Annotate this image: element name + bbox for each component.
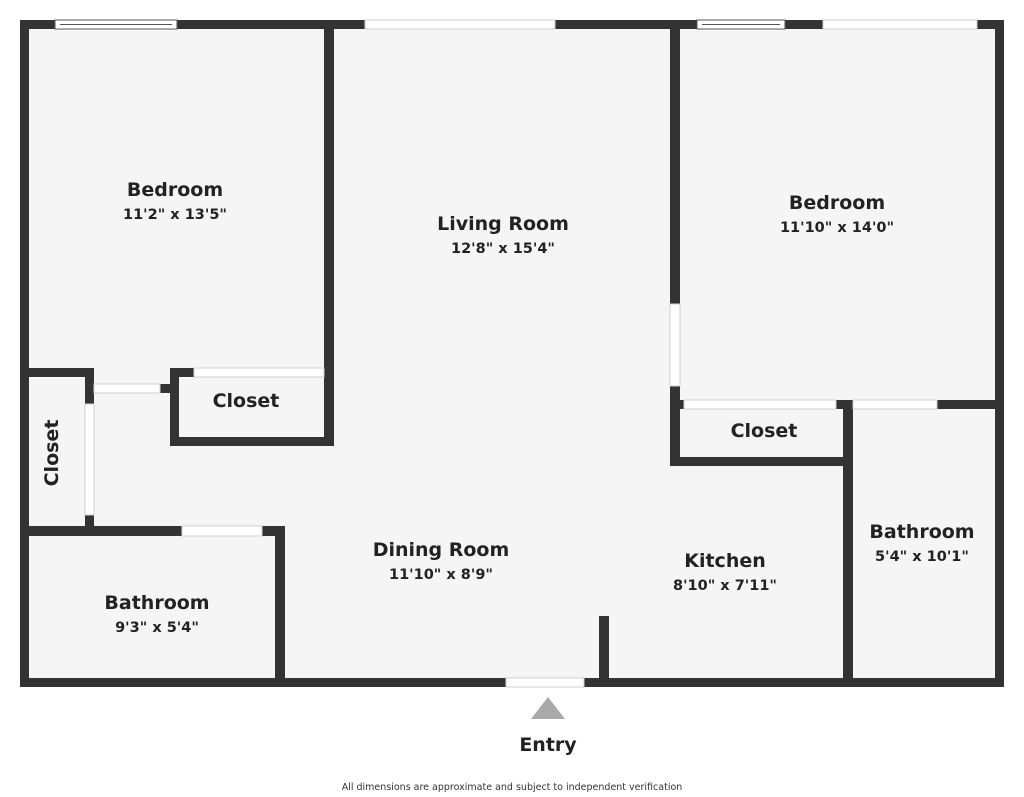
room-name-closet-center-left: Closet [213, 390, 280, 412]
entry-arrow-icon [531, 697, 565, 719]
room-name-bedroom-left: Bedroom [127, 179, 223, 201]
room-name-bathroom-left: Bathroom [104, 592, 209, 614]
wall-bathroom-right-west [843, 400, 853, 687]
wall-hall-stub [160, 384, 179, 393]
room-name-closet-right: Closet [731, 420, 798, 442]
wall-bedroom-left-south-2 [170, 368, 194, 377]
room-dims-living-room: 12'8" x 15'4" [451, 241, 555, 257]
wall-bathroom-left-north-2 [262, 526, 285, 536]
opening-top-living [364, 19, 556, 30]
wall-top-5 [977, 20, 1004, 29]
entry-label: Entry [519, 734, 577, 756]
room-dims-bathroom-left: 9'3" x 5'4" [115, 620, 199, 636]
wall-closet-right-south [670, 457, 853, 466]
wall-top-2 [177, 20, 365, 29]
wall-bedroom-right-south-1 [670, 400, 684, 409]
room-name-bedroom-right: Bedroom [789, 192, 885, 214]
opening-closet-center [193, 367, 325, 378]
room-name-bathroom-right: Bathroom [869, 521, 974, 543]
wall-bottom-2 [584, 678, 1004, 687]
opening-bedroom-right [669, 303, 681, 387]
wall-top-3 [555, 20, 697, 29]
windows [54, 19, 786, 30]
door-openings [84, 19, 978, 688]
wall-bedroom-right-south-3 [937, 400, 1004, 409]
wall-closet-center-west [170, 368, 179, 446]
walls [20, 20, 1004, 687]
disclaimer-text: All dimensions are approximate and subje… [342, 782, 683, 793]
wall-top-4 [785, 20, 823, 29]
room-name-dining-room: Dining Room [373, 539, 510, 561]
opening-closet-far-left [84, 403, 95, 516]
floor-area [25, 25, 999, 681]
wall-bedroom-right-west-1 [670, 20, 680, 304]
room-dims-bedroom-left: 11'2" x 13'5" [123, 207, 227, 223]
opening-bathroom-right [852, 399, 938, 410]
wall-closet-far-left-east-1 [85, 368, 94, 404]
wall-bedroom-right-west-2 [670, 386, 680, 466]
room-name-closet-far-left: Closet [41, 420, 63, 487]
wall-bathroom-left-north-1 [20, 526, 182, 536]
room-dims-dining-room: 11'10" x 8'9" [389, 567, 493, 583]
wall-left [20, 20, 29, 687]
wall-bedroom-left-east [324, 20, 334, 445]
opening-top-right [822, 19, 978, 30]
opening-entry [505, 677, 585, 688]
room-name-living-room: Living Room [437, 213, 569, 235]
wall-bedroom-left-south-1 [20, 368, 94, 377]
room-name-kitchen: Kitchen [684, 550, 766, 572]
wall-closet-center-south [170, 437, 334, 446]
wall-top-1 [20, 20, 55, 29]
opening-closet-right [683, 399, 837, 410]
wall-right [995, 20, 1004, 687]
wall-bathroom-left-east [275, 526, 285, 687]
opening-bathroom-left [181, 525, 263, 537]
room-dims-kitchen: 8'10" x 7'11" [673, 578, 777, 594]
wall-closet-far-left-east-2 [85, 515, 94, 535]
opening-hall [93, 383, 161, 394]
room-dims-bathroom-right: 5'4" x 10'1" [875, 549, 969, 565]
wall-bottom-1 [20, 678, 506, 687]
wall-kitchen-stub [599, 616, 609, 687]
room-dims-bedroom-right: 11'10" x 14'0" [780, 220, 894, 236]
